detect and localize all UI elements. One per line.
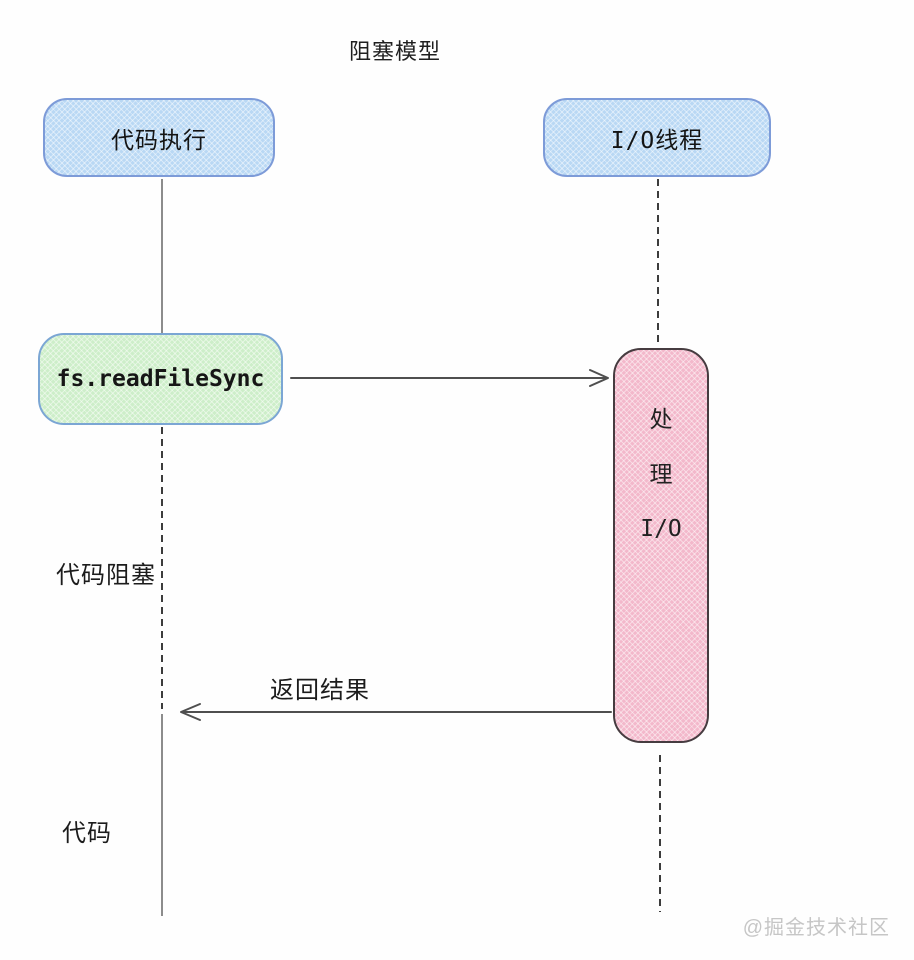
label-code-resumed: 代码: [62, 820, 112, 847]
actor-box-code-execution: 代码执行: [43, 98, 275, 177]
actor-box-io-thread: I/O线程: [543, 98, 771, 177]
call-arrow-head: [589, 369, 609, 387]
diagram-title: 阻塞模型: [348, 39, 441, 64]
actor-label-code-execution: 代码执行: [111, 126, 207, 153]
call-box-readfilesync: fs.readFileSync: [38, 333, 283, 425]
process-text-line-3: I/O: [640, 516, 682, 542]
process-text-line-1: 处: [649, 406, 673, 432]
label-code-blocked: 代码阻塞: [56, 562, 156, 589]
process-text-line-2: 理: [649, 461, 673, 487]
actor-label-io-thread: I/O线程: [610, 127, 704, 154]
call-box-label: fs.readFileSync: [56, 366, 265, 392]
return-arrow-head: [180, 703, 201, 721]
watermark-juejin: @掘金技术社区: [742, 917, 890, 939]
label-return-result: 返回结果: [270, 677, 370, 704]
process-io-activation-bar: 处 理 I/O: [613, 348, 709, 743]
